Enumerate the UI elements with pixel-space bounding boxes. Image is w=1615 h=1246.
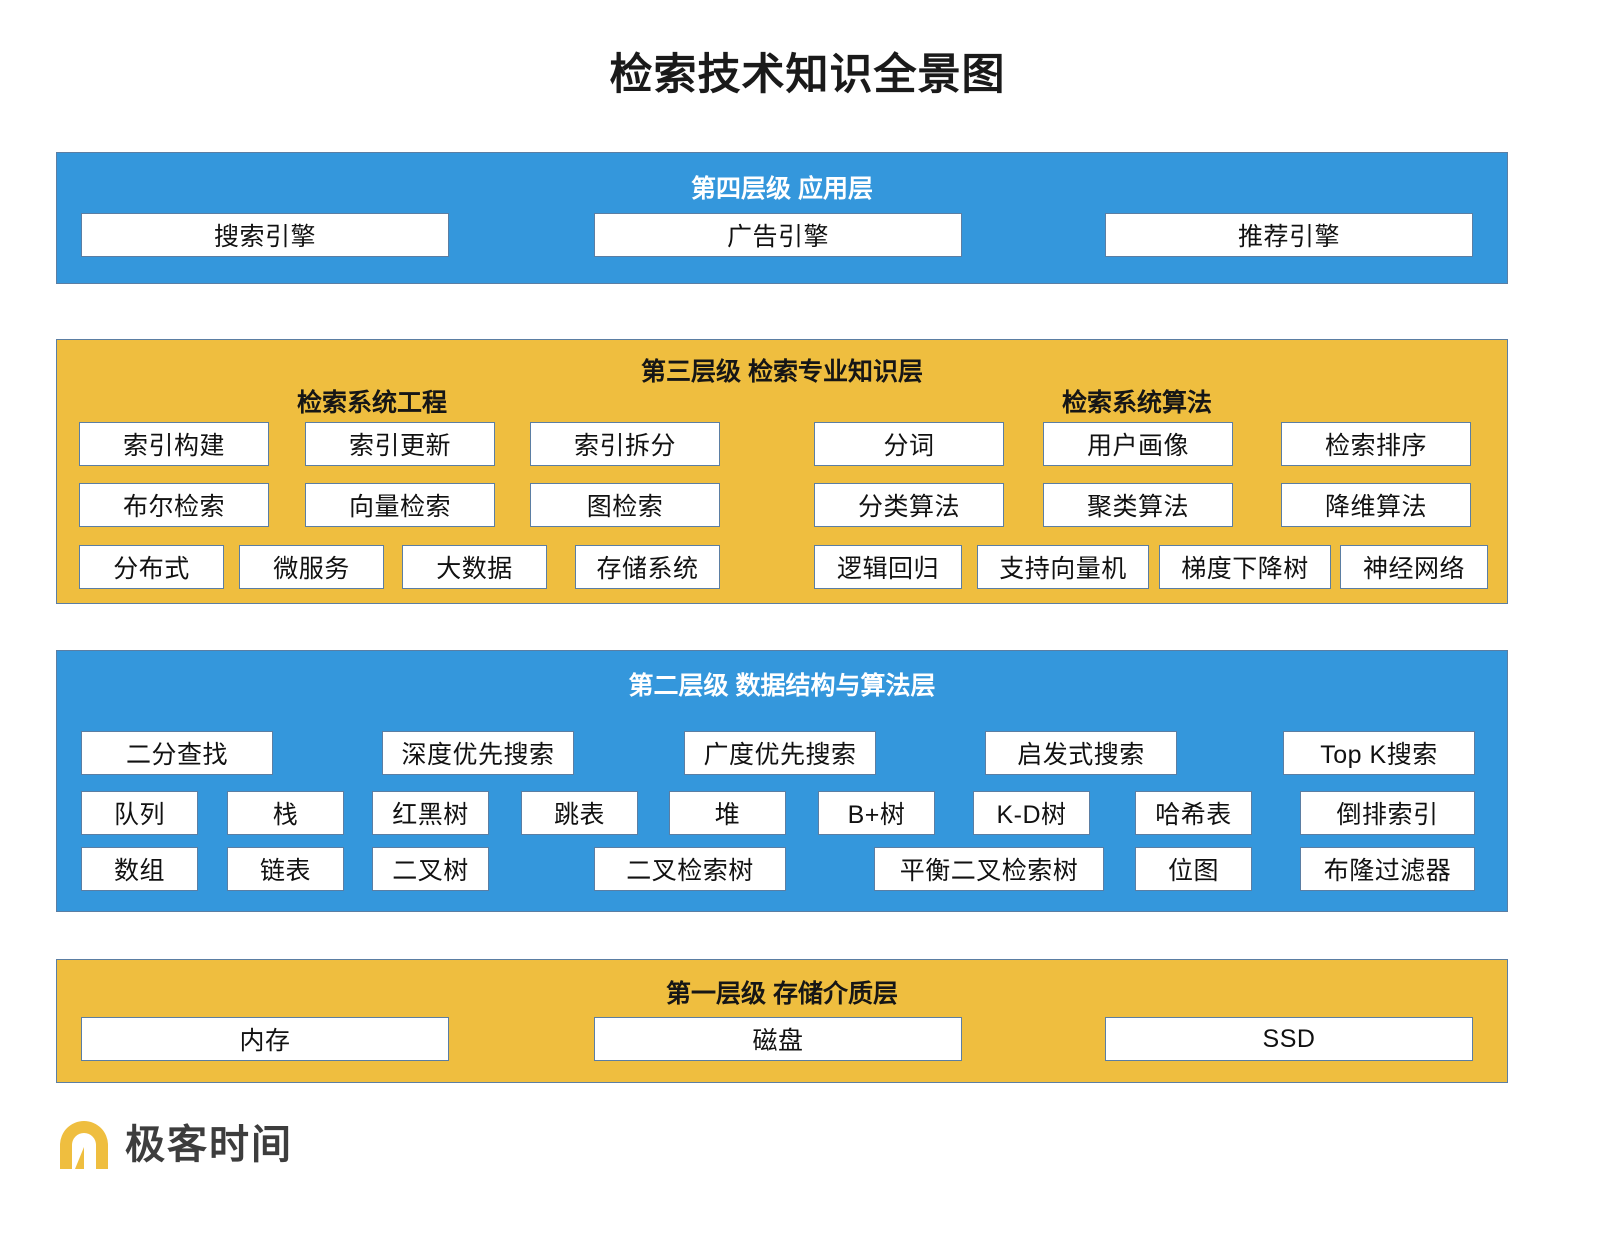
- layer-3-chip-big-data[interactable]: 大数据: [402, 545, 547, 589]
- layer-3-chip-word-segmentation[interactable]: 分词: [814, 422, 1004, 466]
- layer-2-chip-hash-table[interactable]: 哈希表: [1135, 791, 1252, 835]
- layer-3-chip-graph-retrieval[interactable]: 图检索: [530, 483, 720, 527]
- layer-2-title: 第二层级 数据结构与算法层: [628, 672, 936, 700]
- layer-2-chip-kd-tree[interactable]: K-D树: [973, 791, 1090, 835]
- layer-2-chip-red-black-tree[interactable]: 红黑树: [372, 791, 489, 835]
- layer-3-chip-retrieval-ranking[interactable]: 检索排序: [1281, 422, 1471, 466]
- layer-3-chip-logistic-regression[interactable]: 逻辑回归: [814, 545, 962, 589]
- layer-3-chip-dimension-reduction[interactable]: 降维算法: [1281, 483, 1471, 527]
- layer-4-panel: 第四层级 应用层 搜索引擎 广告引擎 推荐引擎: [56, 152, 1508, 284]
- layer-3-chip-index-update[interactable]: 索引更新: [305, 422, 495, 466]
- layer-2-chip-inverted-index[interactable]: 倒排索引: [1300, 791, 1475, 835]
- layer-2-chip-heuristic-search[interactable]: 启发式搜索: [985, 731, 1177, 775]
- layer-3-chip-boolean-retrieval[interactable]: 布尔检索: [79, 483, 269, 527]
- brand-logo: 极客时间: [55, 1116, 293, 1174]
- layer-2-chip-binary-tree[interactable]: 二叉树: [372, 847, 489, 891]
- layer-2-chip-balanced-bst[interactable]: 平衡二叉检索树: [874, 847, 1104, 891]
- layer-1-title: 第一层级 存储介质层: [666, 980, 898, 1008]
- layer-2-chip-stack[interactable]: 栈: [227, 791, 344, 835]
- layer-2-chip-skip-list[interactable]: 跳表: [521, 791, 638, 835]
- layer-1-panel: 第一层级 存储介质层 内存 磁盘 SSD: [56, 959, 1508, 1083]
- layer-1-item-ssd[interactable]: SSD: [1105, 1017, 1473, 1061]
- layer-4-item-recommend-engine[interactable]: 推荐引擎: [1105, 213, 1473, 257]
- layer-3-chip-index-split[interactable]: 索引拆分: [530, 422, 720, 466]
- layer-3-chip-gbdt[interactable]: 梯度下降树: [1159, 545, 1331, 589]
- layer-1-item-disk[interactable]: 磁盘: [594, 1017, 962, 1061]
- layer-3-chip-neural-network[interactable]: 神经网络: [1340, 545, 1488, 589]
- layer-2-chip-linked-list[interactable]: 链表: [227, 847, 344, 891]
- layer-2-chip-bitmap[interactable]: 位图: [1135, 847, 1252, 891]
- layer-2-chip-binary-search-tree[interactable]: 二叉检索树: [594, 847, 786, 891]
- layer-3-group-title-engineering: 检索系统工程: [296, 389, 447, 417]
- layer-2-chip-b-plus-tree[interactable]: B+树: [818, 791, 935, 835]
- geek-time-logo-icon: [55, 1116, 113, 1174]
- layer-3-chip-storage-system[interactable]: 存储系统: [575, 545, 720, 589]
- layer-2-chip-top-k-search[interactable]: Top K搜索: [1283, 731, 1475, 775]
- layer-4-item-ad-engine[interactable]: 广告引擎: [594, 213, 962, 257]
- layer-3-chip-user-profile[interactable]: 用户画像: [1043, 422, 1233, 466]
- layer-3-panel: 第三层级 检索专业知识层 检索系统工程 检索系统算法 索引构建 索引更新 索引拆…: [56, 339, 1508, 604]
- layer-2-chip-bloom-filter[interactable]: 布隆过滤器: [1300, 847, 1475, 891]
- layer-3-chip-distributed[interactable]: 分布式: [79, 545, 224, 589]
- layer-2-chip-array[interactable]: 数组: [81, 847, 198, 891]
- layer-2-chip-dfs[interactable]: 深度优先搜索: [382, 731, 574, 775]
- layer-2-chip-bfs[interactable]: 广度优先搜索: [684, 731, 876, 775]
- layer-2-chip-binary-search[interactable]: 二分查找: [81, 731, 273, 775]
- page-title: 检索技术知识全景图: [609, 51, 1006, 99]
- layer-3-group-title-algorithms: 检索系统算法: [1061, 389, 1212, 417]
- layer-3-chip-classification[interactable]: 分类算法: [814, 483, 1004, 527]
- layer-2-panel: 第二层级 数据结构与算法层 二分查找 深度优先搜索 广度优先搜索 启发式搜索 T…: [56, 650, 1508, 912]
- layer-2-chip-queue[interactable]: 队列: [81, 791, 198, 835]
- layer-3-chip-vector-retrieval[interactable]: 向量检索: [305, 483, 495, 527]
- layer-3-chip-svm[interactable]: 支持向量机: [977, 545, 1149, 589]
- layer-1-item-memory[interactable]: 内存: [81, 1017, 449, 1061]
- layer-3-chip-clustering[interactable]: 聚类算法: [1043, 483, 1233, 527]
- layer-3-chip-microservice[interactable]: 微服务: [239, 545, 384, 589]
- layer-3-title: 第三层级 检索专业知识层: [641, 358, 923, 386]
- layer-4-title: 第四层级 应用层: [691, 175, 873, 203]
- brand-logo-text: 极客时间: [125, 1123, 293, 1167]
- layer-3-chip-index-build[interactable]: 索引构建: [79, 422, 269, 466]
- layer-4-item-search-engine[interactable]: 搜索引擎: [81, 213, 449, 257]
- layer-2-chip-heap[interactable]: 堆: [669, 791, 786, 835]
